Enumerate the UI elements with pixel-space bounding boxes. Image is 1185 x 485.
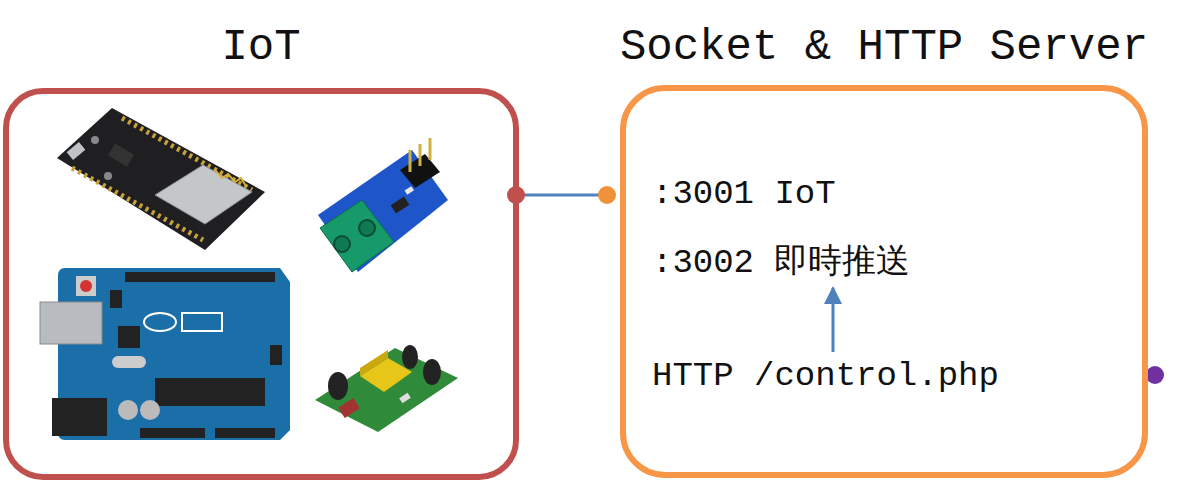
microcontroller [155, 378, 265, 406]
terminal-screw [334, 236, 350, 252]
nodemcu-board [57, 108, 265, 250]
pin-header [125, 272, 275, 282]
heading-holder: Socket & HTTP Server [620, 22, 1148, 73]
capacitor [402, 345, 418, 369]
connector-line [832, 288, 835, 352]
node-text: HTTP /control.php [652, 356, 999, 397]
pin [419, 144, 422, 166]
reset-button [76, 276, 96, 296]
pin-header [215, 428, 275, 438]
esp-module [155, 165, 252, 224]
port-dot [1146, 366, 1164, 384]
connector-dot [598, 186, 616, 204]
reset-button-cap [80, 280, 92, 292]
capacitor [118, 400, 138, 420]
pin [409, 150, 412, 172]
label-plate [182, 313, 222, 331]
box-heading: IoT [221, 22, 300, 73]
port-label: :3002 即時推送 [650, 241, 912, 286]
endpoint-label: HTTP /control.php [650, 354, 1001, 399]
current-sensor [318, 138, 448, 272]
connector [507, 186, 616, 204]
node-text: :3002 即時推送 [652, 243, 910, 284]
connector [833, 288, 834, 352]
terminal-block [320, 200, 394, 272]
usb-chip [118, 326, 140, 348]
box-heading: Socket & HTTP Server [620, 22, 1148, 73]
crystal [112, 356, 146, 368]
server-box: Socket & HTTP Server:3001 IoT:3002 即時推送H… [620, 85, 1148, 478]
button [91, 136, 99, 144]
arduino-board [40, 268, 290, 440]
sensor-chip [391, 196, 410, 213]
logo [144, 313, 176, 331]
device-group-box: IoT [3, 88, 519, 480]
port-label: :3001 IoT [650, 172, 838, 217]
button [104, 172, 112, 180]
smd-part [399, 393, 411, 403]
capacitor [328, 372, 348, 400]
heading-holder: IoT [221, 22, 300, 73]
nodemcu-pcb [57, 108, 265, 250]
esp-antenna [215, 170, 246, 186]
icsp-header [270, 345, 282, 365]
smd-part [405, 186, 414, 195]
pin [429, 138, 432, 160]
usb-port [40, 302, 102, 344]
power-pcb [315, 348, 458, 432]
barrel-jack [52, 398, 107, 436]
fuse [338, 398, 360, 418]
capacitor [140, 400, 160, 420]
usb-port [67, 142, 86, 160]
power-module [315, 345, 458, 432]
capacitor [423, 359, 441, 385]
sensor-pcb [318, 150, 448, 272]
terminal-screw [359, 220, 375, 236]
node-text: :3001 IoT [652, 174, 836, 215]
transformer-top [360, 350, 388, 376]
chip [108, 143, 134, 166]
icsp-header [110, 290, 122, 308]
connector-line [516, 194, 607, 197]
pin-header [140, 428, 205, 438]
